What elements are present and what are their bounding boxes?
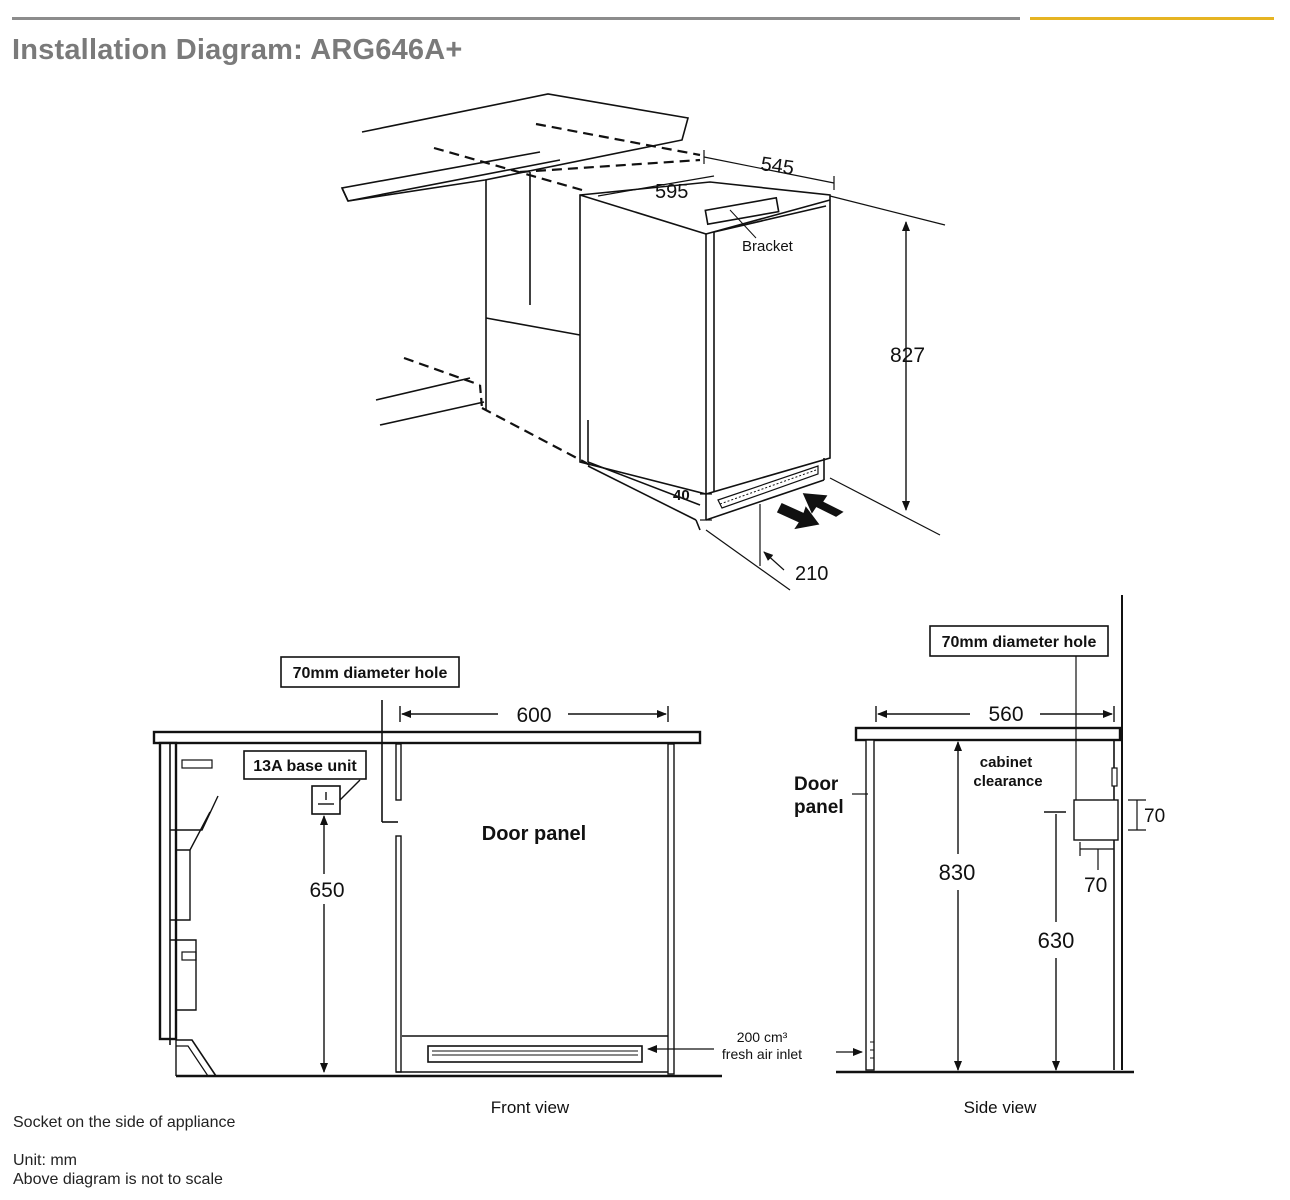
isometric-view [340,93,946,591]
hole-size-dimension-b: 70 [1084,874,1107,897]
side-worktop [854,726,1122,742]
hole-size-dimension-a: 70 [1144,806,1165,827]
iso-vent-dimension: 210 [795,563,828,585]
unit-note: Unit: mm [13,1152,77,1169]
scale-note: Above diagram is not to scale [13,1171,223,1188]
hole-height-dimension: 630 [1038,928,1075,953]
socket-label: 13A base unit [253,758,357,775]
header-rule-right [1030,17,1274,20]
air-inlet-label: fresh air inlet [722,1046,802,1062]
front-hole-label: 70mm diameter hole [293,665,448,682]
iso-depth-dimension: 545 [759,153,795,179]
cabinet-clearance-line1: cabinet [980,754,1033,771]
clearance-height-dimension: 830 [939,860,976,885]
side-view [836,595,1146,1074]
cabinet-clearance-line2: clearance [973,773,1042,790]
front-width-dimension: 600 [516,704,551,727]
header-rule-left [12,17,1020,20]
front-view-caption: Front view [491,1098,570,1117]
bracket-label: Bracket [742,238,794,255]
side-hole-label: 70mm diameter hole [942,634,1097,651]
side-door-label-line2: panel [794,797,844,818]
side-view-caption: Side view [964,1098,1037,1117]
socket-height-dimension: 650 [309,879,344,902]
page-title: Installation Diagram: ARG646A+ [12,34,463,66]
worktop [340,93,690,202]
iso-height-dimension: 827 [890,344,925,367]
side-depth-dimension: 560 [988,703,1023,726]
appliance-body [579,181,831,495]
iso-width-dimension: 595 [655,181,688,203]
iso-plinth-dimension: 40 [673,487,690,504]
front-door-panel-label: Door panel [482,823,586,845]
front-view [152,656,722,1078]
air-inlet-volume: 200 cm³ [737,1029,788,1045]
side-door-label-line1: Door [794,774,839,795]
socket-note: Socket on the side of appliance [13,1114,236,1131]
front-worktop [152,730,702,745]
